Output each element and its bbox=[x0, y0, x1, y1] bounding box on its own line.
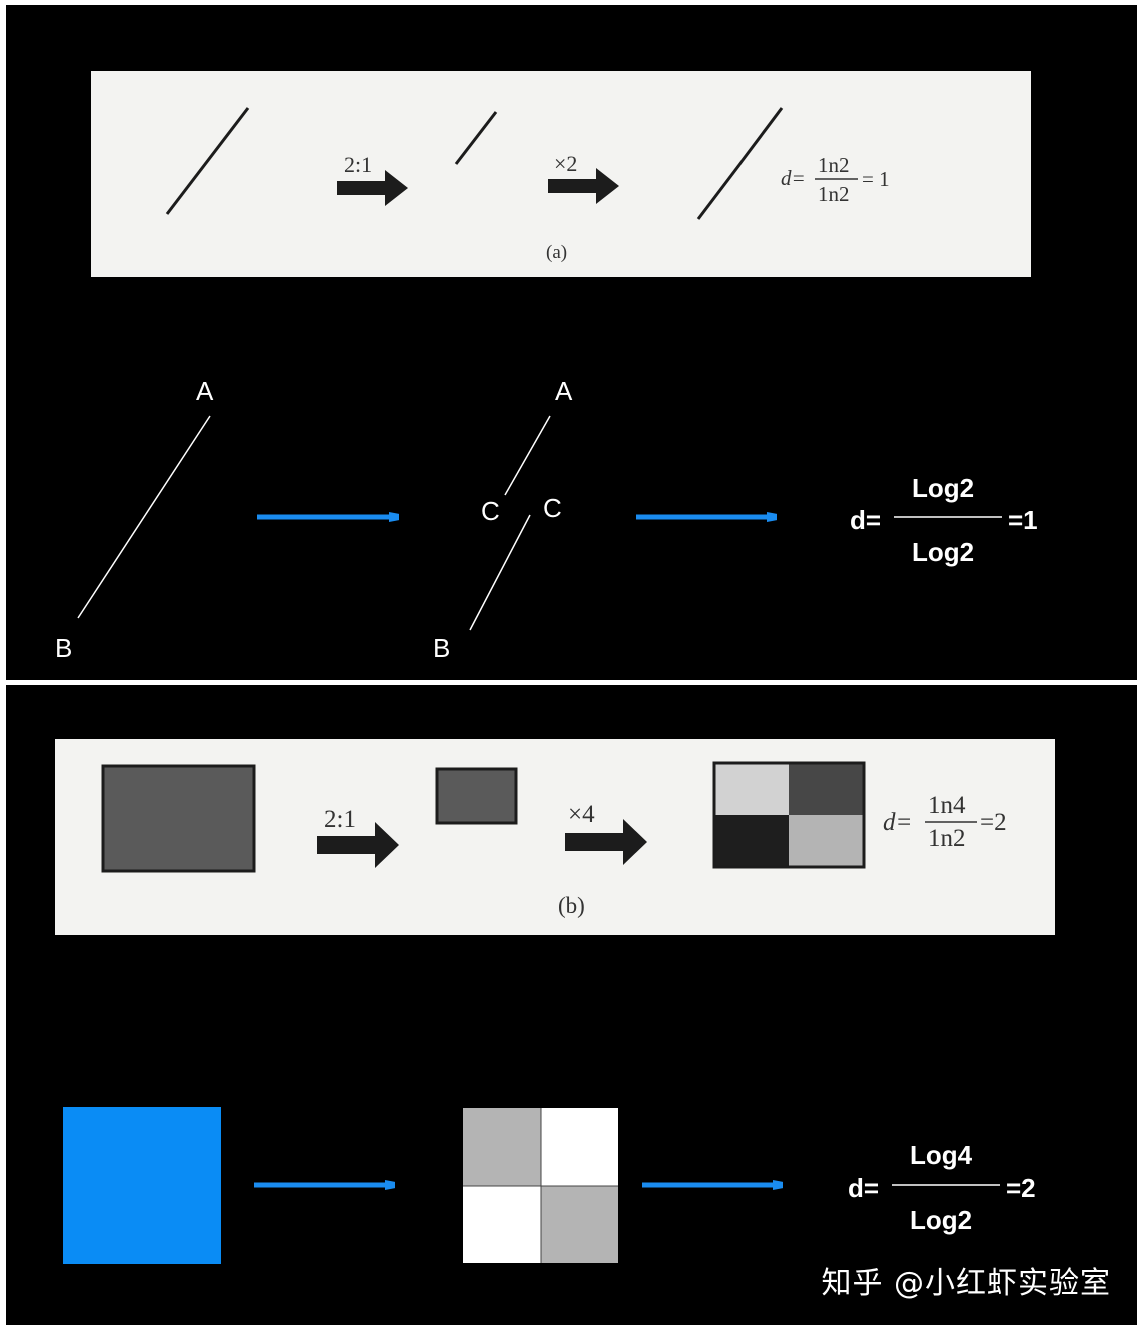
ratio-label-a: 2:1 bbox=[344, 152, 372, 177]
small-rectangle bbox=[435, 767, 518, 825]
formula-rhs: =1 bbox=[1008, 505, 1038, 535]
square-diagram: d= Log4 Log2 =2 bbox=[63, 1107, 1036, 1264]
quad-grid bbox=[712, 761, 866, 869]
formula-num: Log2 bbox=[912, 473, 974, 503]
caption-b: (b) bbox=[558, 893, 585, 918]
segment-half bbox=[454, 111, 498, 165]
formula-num-a: 1n2 bbox=[818, 153, 850, 177]
line-cb bbox=[469, 514, 531, 631]
grid-border bbox=[712, 761, 866, 869]
blue-square bbox=[63, 1107, 221, 1264]
line-diagram: A B A C C B d= Log2 Log2 =1 bbox=[55, 376, 1038, 663]
formula-num: Log4 bbox=[910, 1140, 973, 1170]
line-ac bbox=[504, 415, 551, 496]
block-arrow-icon bbox=[565, 819, 647, 865]
point-label-a: A bbox=[555, 376, 573, 406]
formula-num-b: 1n4 bbox=[928, 792, 966, 819]
grid-cell bbox=[714, 815, 789, 867]
formula-den: Log2 bbox=[910, 1205, 972, 1235]
figure-b: 2:1 ×4 d= 1n4 1n2 =2 (b) bbox=[101, 761, 1007, 918]
block-arrow-icon bbox=[317, 822, 399, 868]
panel-divider bbox=[6, 681, 1137, 684]
point-label-b: B bbox=[55, 633, 72, 663]
formula-lhs-b: d= bbox=[883, 809, 912, 836]
watermark: 知乎 @小红虾实验室 bbox=[821, 1266, 1111, 1301]
multiplier-label-b: ×4 bbox=[568, 801, 595, 828]
point-label-a: A bbox=[196, 376, 214, 406]
point-label-c: C bbox=[481, 496, 500, 526]
grid-cell bbox=[541, 1108, 618, 1186]
formula-rhs-b: =2 bbox=[980, 809, 1007, 836]
block-arrow-icon bbox=[337, 170, 408, 206]
grid-cell bbox=[463, 1108, 541, 1186]
segment-original bbox=[165, 107, 250, 215]
multiplier-label-a: ×2 bbox=[554, 151, 577, 176]
formula-den-b: 1n2 bbox=[928, 825, 966, 852]
formula-den-a: 1n2 bbox=[818, 182, 850, 206]
ratio-label-b: 2:1 bbox=[324, 806, 356, 833]
grid-cell bbox=[714, 763, 789, 815]
formula-den: Log2 bbox=[912, 537, 974, 567]
block-arrow-icon bbox=[548, 168, 619, 204]
formula-rhs: =2 bbox=[1006, 1173, 1036, 1203]
large-rectangle bbox=[101, 764, 256, 873]
figure-a-card bbox=[91, 71, 1031, 277]
checker-grid bbox=[463, 1108, 618, 1263]
formula-lhs: d= bbox=[850, 505, 881, 535]
grid-cell bbox=[789, 815, 864, 867]
grid-cell bbox=[789, 763, 864, 815]
point-label-b: B bbox=[433, 633, 450, 663]
line-ab bbox=[77, 415, 211, 619]
grid-cell bbox=[463, 1186, 541, 1263]
formula-lhs-a: d= bbox=[781, 166, 806, 190]
segment-doubled-2 bbox=[738, 107, 784, 165]
formula-lhs: d= bbox=[848, 1173, 879, 1203]
caption-a: (a) bbox=[546, 242, 567, 263]
formula-rhs-a: = 1 bbox=[862, 167, 890, 191]
grid-cell bbox=[541, 1186, 618, 1263]
point-label-c: C bbox=[543, 493, 562, 523]
segment-doubled-1 bbox=[696, 160, 744, 220]
figure-a: 2:1 ×2 d= 1n2 1n2 = 1 (a) bbox=[165, 107, 890, 263]
